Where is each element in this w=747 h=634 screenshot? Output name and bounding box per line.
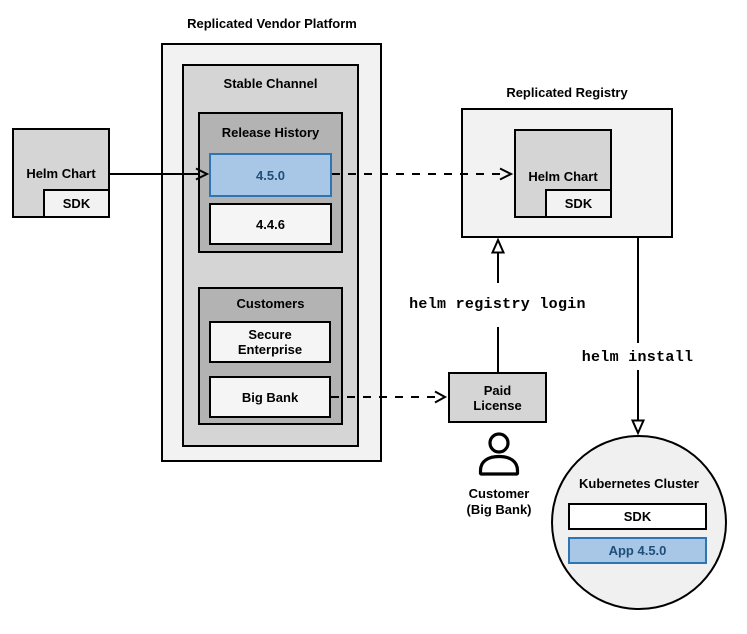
registry-helm-chart-label: Helm Chart — [528, 169, 598, 184]
release-history-title: Release History — [221, 125, 320, 140]
release-4-5-0: 4.5.0 — [209, 153, 332, 197]
stable-channel-title: Stable Channel — [223, 76, 318, 91]
helm-chart-source-box: Helm Chart SDK — [12, 128, 110, 218]
helm-chart-source-label: Helm Chart — [26, 166, 96, 181]
release-4-4-6: 4.4.6 — [209, 203, 332, 245]
cluster-app-box: App 4.5.0 — [568, 537, 707, 564]
helm-install-command: helm install — [581, 349, 694, 366]
registry-sdk-box: SDK — [545, 189, 612, 218]
customers-title: Customers — [236, 296, 305, 311]
registry-helm-chart-box: Helm Chart SDK — [514, 129, 612, 218]
kubernetes-cluster-title: Kubernetes Cluster — [579, 476, 699, 491]
cluster-sdk-box: SDK — [568, 503, 707, 530]
person-icon — [478, 432, 520, 476]
registry-title: Replicated Registry — [506, 85, 628, 100]
paid-license-box: Paid License — [448, 372, 547, 423]
helm-registry-login-command: helm registry login — [409, 296, 586, 313]
customer-big-bank: Big Bank — [209, 376, 331, 418]
customer-secure-enterprise: Secure Enterprise — [209, 321, 331, 363]
helm-chart-source-sdk-box: SDK — [43, 189, 110, 218]
vendor-platform-title: Replicated Vendor Platform — [187, 16, 357, 31]
customer-caption: Customer (Big Bank) — [466, 486, 532, 518]
arrow-registry-to-cluster — [630, 238, 646, 436]
